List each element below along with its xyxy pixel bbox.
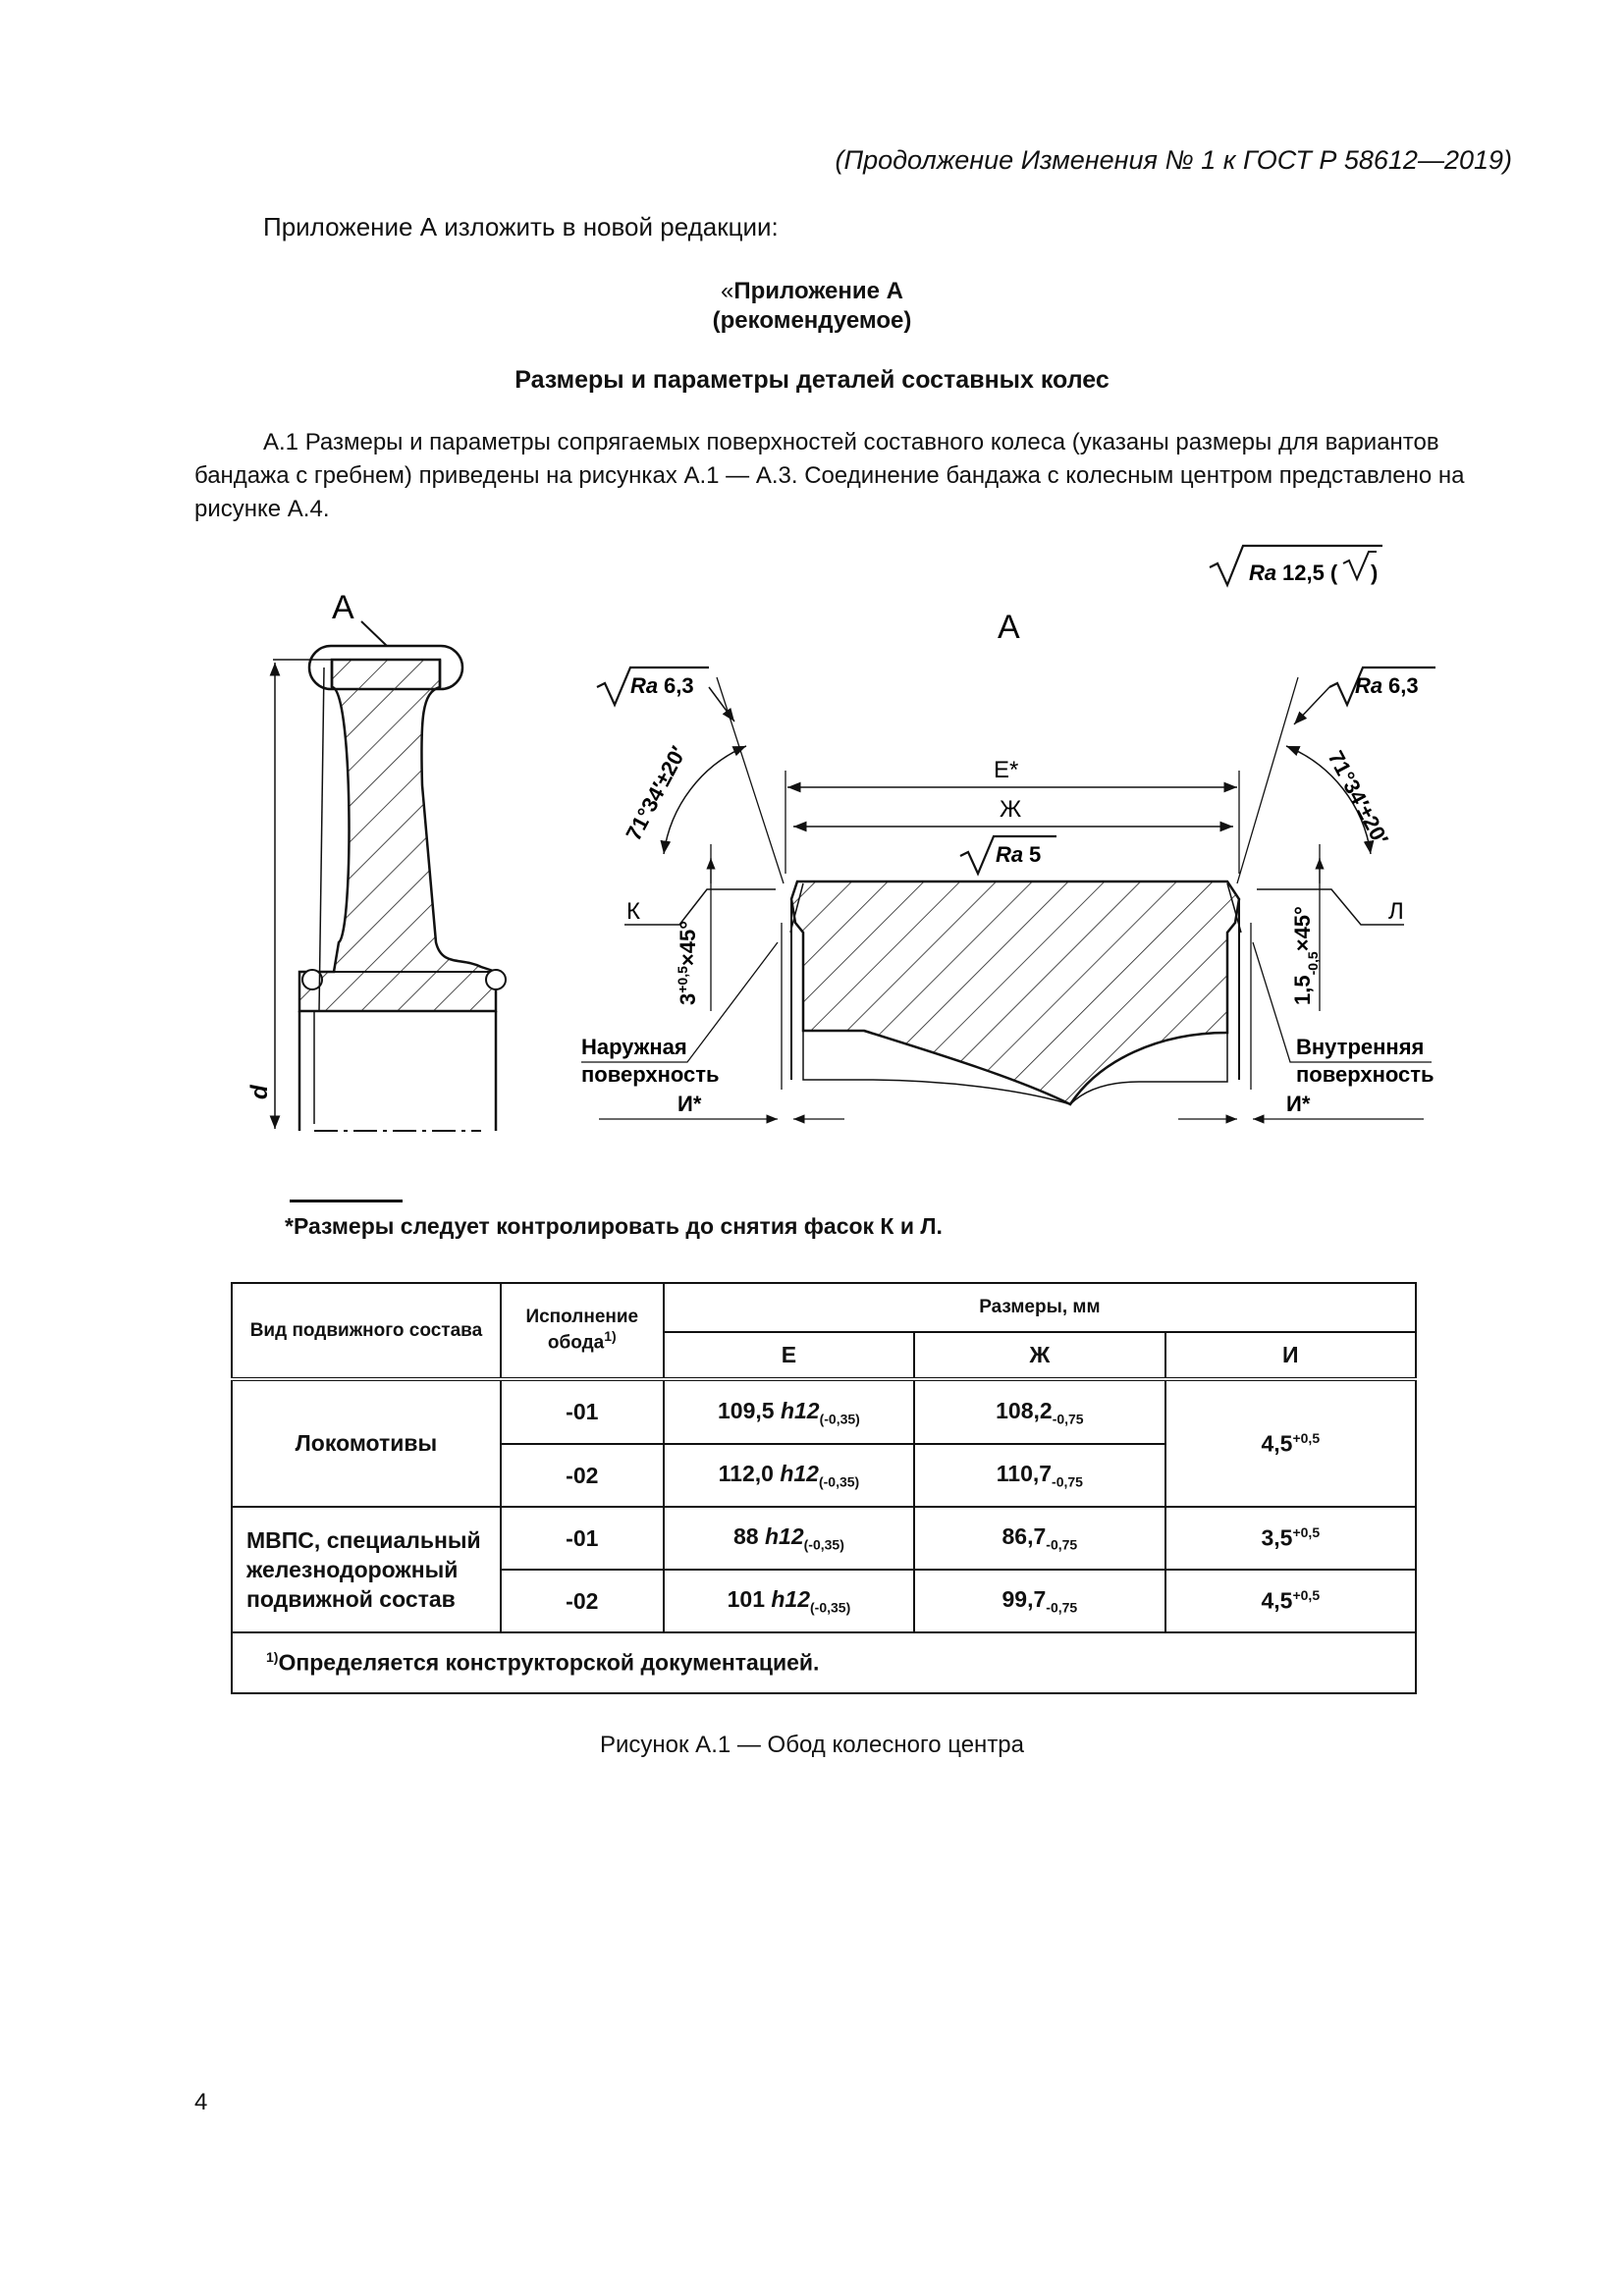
svg-text:1,5-0,5×45°: 1,5-0,5×45° — [1290, 906, 1321, 1005]
ra-general-value: 12,5 ( — [1282, 561, 1338, 585]
cell-zh: 110,7-0,75 — [913, 1443, 1166, 1508]
dim-d-label: d — [246, 1084, 273, 1099]
detail-a: А Ra 6,3 Ra 6,3 71°34′±20′ 71°34′±20′ Е*… — [581, 609, 1435, 1124]
paragraph-line: бандажа с гребнем) приведены на рисунках… — [194, 462, 1465, 489]
header-version-text: Исполнение обода — [525, 1307, 639, 1354]
header-zh: Ж — [913, 1331, 1166, 1380]
header-version: Исполнение обода1) — [499, 1282, 665, 1380]
table-note: 1)Определяется конструкторской документа… — [231, 1631, 1417, 1694]
cell-e: 112,0 h12(-0,35) — [662, 1443, 916, 1508]
ra-left-prefix: Ra — [630, 673, 658, 698]
dimensions-table: Вид подвижного состава Исполнение обода1… — [231, 1282, 1418, 1694]
table-row: -02 101 h12(-0,35) 99,7-0,75 4,5+0,5 — [232, 1569, 1418, 1633]
appendix-title: «Приложение А — [0, 278, 1624, 305]
paragraph-a1: А.1 Размеры и параметры сопрягаемых пове… — [194, 426, 1512, 526]
dim-e-label: Е* — [994, 757, 1018, 783]
cell-zh: 108,2-0,75 — [913, 1377, 1166, 1445]
cell-i: 4,5+0,5 — [1164, 1569, 1418, 1633]
footnote: *Размеры следует контролировать до сняти… — [285, 1213, 943, 1239]
cell-version: -02 — [499, 1443, 665, 1508]
cell-i: 3,5+0,5 — [1164, 1506, 1418, 1571]
cell-zh: 99,7-0,75 — [913, 1569, 1166, 1633]
page-number: 4 — [194, 2089, 208, 2115]
ra-right-prefix: Ra — [1355, 673, 1382, 698]
label-l: Л — [1388, 898, 1404, 925]
wheel-center-section: А d — [246, 589, 507, 1132]
paragraph-line: рисунке А.4. — [194, 496, 330, 522]
chamfer-left-label: 3+0,5×45° — [675, 921, 700, 1005]
outer-surface-label-2: поверхность — [581, 1062, 720, 1087]
ra-top-prefix: Ra — [996, 842, 1023, 867]
dim-zh-label: Ж — [1000, 796, 1021, 823]
cell-version: -02 — [499, 1569, 665, 1633]
angle-left-label: 71°34′±20′ — [621, 742, 690, 844]
cell-zh: 86,7-0,75 — [913, 1506, 1166, 1571]
section-title: Размеры и параметры деталей составных ко… — [514, 366, 1110, 394]
ra-left-value: 6,3 — [664, 673, 694, 698]
cell-vehicle: Локомотивы — [231, 1377, 502, 1508]
angle-right-label: 71°34′±20′ — [1324, 747, 1393, 849]
appendix-quote: « — [721, 278, 734, 304]
cell-i: 4,5+0,5 — [1164, 1377, 1418, 1508]
intro-text: Приложение А изложить в новой редакции: — [263, 212, 779, 241]
cell-version: -01 — [499, 1506, 665, 1571]
general-roughness-symbol: Ra 12,5 ( ) — [1209, 544, 1382, 588]
cell-vehicle: МВПС, специальный железнодорожный подвиж… — [231, 1506, 502, 1633]
footnote-rule — [290, 1200, 403, 1202]
ra-right-value: 6,3 — [1388, 673, 1419, 698]
cell-version: -01 — [499, 1377, 665, 1445]
header-version-sup: 1) — [604, 1328, 617, 1345]
inner-surface-label-2: поверхность — [1296, 1062, 1435, 1087]
header-i: И — [1164, 1331, 1418, 1380]
paragraph-line: А.1 Размеры и параметры сопрягаемых пове… — [263, 429, 1439, 455]
appendix-title-text: Приложение А — [733, 278, 903, 304]
table-row: МВПС, специальный железнодорожный подвиж… — [231, 1506, 1418, 1633]
figure-caption: Рисунок А.1 — Обод колесного центра — [600, 1732, 1024, 1758]
cell-e: 101 h12(-0,35) — [662, 1569, 916, 1633]
ra-general-prefix: Ra — [1249, 561, 1276, 585]
ra-top-value: 5 — [1029, 842, 1041, 867]
header-e: Е — [662, 1331, 916, 1380]
svg-text:3+0,5×45°: 3+0,5×45° — [675, 921, 700, 1005]
chamfer-right-label: 1,5-0,5×45° — [1290, 906, 1321, 1005]
label-k: К — [626, 898, 640, 925]
dim-i-left-label: И* — [677, 1092, 702, 1116]
header-sizes: Размеры, мм — [662, 1282, 1418, 1333]
outer-surface-label-1: Наружная — [581, 1035, 687, 1059]
view-label-left: А — [332, 589, 354, 626]
header-vehicle: Вид подвижного состава — [231, 1282, 502, 1380]
table-row: Локомотивы -01 109,5 h12(-0,35) 108,2-0,… — [231, 1377, 1418, 1508]
view-label-detail: А — [998, 609, 1020, 646]
appendix-subtitle: (рекомендуемое) — [712, 307, 912, 334]
table-row: -02 112,0 h12(-0,35) 110,7-0,75 — [232, 1443, 1416, 1508]
dim-i-right-label: И* — [1286, 1092, 1311, 1116]
ra-general-close: ) — [1371, 561, 1378, 585]
inner-surface-label-1: Внутренняя — [1296, 1035, 1424, 1059]
cell-e: 109,5 h12(-0,35) — [662, 1377, 916, 1445]
document-header: (Продолжение Изменения № 1 к ГОСТ Р 5861… — [835, 145, 1512, 175]
technical-drawing: Ra 12,5 ( ) А d А Ra 6,3 Ra 6,3 — [246, 544, 1435, 1132]
table-note-row: 1)Определяется конструкторской документа… — [231, 1631, 1417, 1694]
cell-e: 88 h12(-0,35) — [662, 1506, 916, 1571]
